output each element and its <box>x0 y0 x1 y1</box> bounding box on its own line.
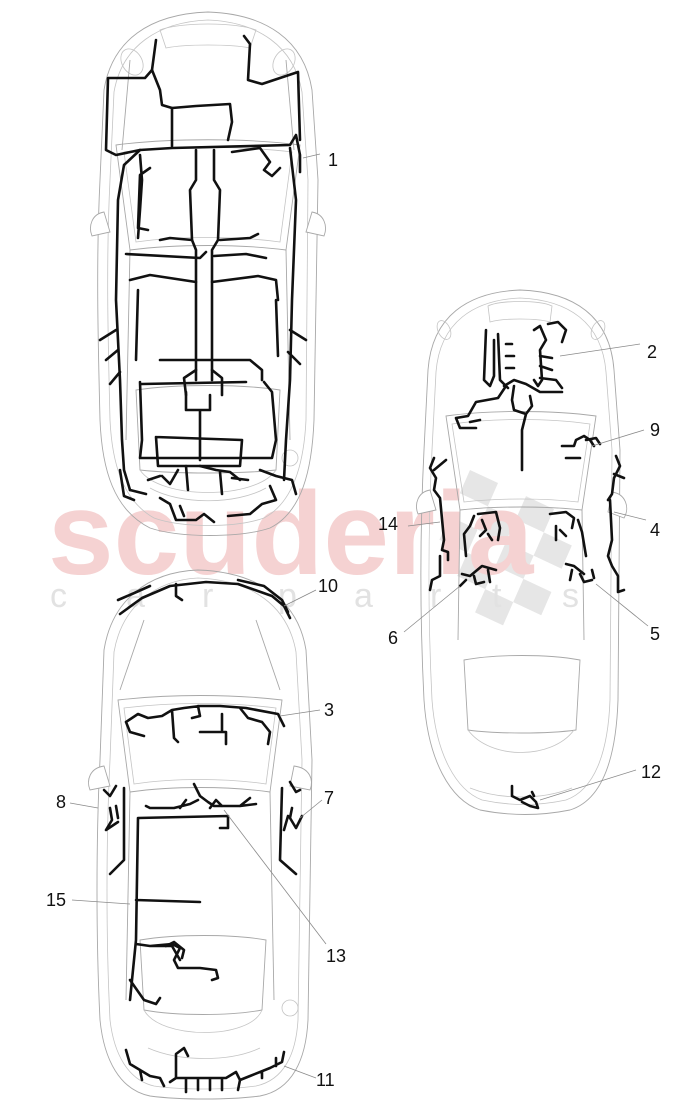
harness-15-floor <box>128 814 230 1006</box>
harness-9-heater <box>560 434 602 460</box>
car-view-top-left <box>90 11 326 536</box>
callout-11-leader <box>283 1065 317 1079</box>
car-view-right <box>403 289 649 815</box>
callout-3-leader <box>279 709 321 717</box>
harness-7-right-door <box>278 780 304 876</box>
harness-1-main <box>98 34 308 524</box>
callout-4: 4 <box>650 520 660 540</box>
svg-text:r: r <box>430 577 441 615</box>
callout-14: 14 <box>378 514 398 534</box>
harness-3-dashboard <box>124 704 286 746</box>
callout-8: 8 <box>56 792 66 812</box>
callout-10: 10 <box>318 576 338 596</box>
harness-14-left-door <box>428 456 450 592</box>
svg-text:a: a <box>354 577 373 615</box>
callout-14-leader <box>407 521 441 527</box>
callout-3: 3 <box>324 700 334 720</box>
svg-text:r: r <box>202 577 213 615</box>
harness-10-roof <box>116 578 292 620</box>
callout-labels: 1 2 3 4 5 6 7 8 9 10 11 12 13 14 15 <box>46 150 661 1090</box>
callout-7: 7 <box>324 788 334 808</box>
callout-13: 13 <box>326 946 346 966</box>
callout-5-leader <box>595 583 649 627</box>
callout-1: 1 <box>328 150 338 170</box>
svg-text:s: s <box>562 577 579 615</box>
svg-text:t: t <box>492 577 502 615</box>
callout-8-leader <box>69 802 99 809</box>
callout-6: 6 <box>388 628 398 648</box>
watermark: scuderia c a r p a r t s <box>48 468 579 626</box>
harness-6-left-seat <box>458 510 502 588</box>
callout-15: 15 <box>46 890 66 910</box>
callout-13-leader <box>223 809 327 945</box>
callout-15-leader <box>71 899 131 905</box>
harness-4-right-door <box>606 454 626 594</box>
harness-5-right-seat <box>548 510 596 584</box>
harness-11-rear-bumper <box>124 1046 286 1094</box>
svg-text:c: c <box>50 577 67 615</box>
callout-7-leader <box>299 799 323 819</box>
callout-9: 9 <box>650 420 660 440</box>
callout-9-leader <box>591 429 645 447</box>
callout-10-leader <box>283 589 317 607</box>
callout-2: 2 <box>647 342 657 362</box>
harness-13-center <box>144 782 258 810</box>
car-view-bottom-left <box>69 569 327 1100</box>
callout-6-leader <box>403 585 461 633</box>
callout-2-leader <box>559 343 641 357</box>
callout-12-leader <box>539 769 637 801</box>
harness-2-engine <box>454 320 568 472</box>
callout-4-leader <box>613 511 647 521</box>
callout-5: 5 <box>650 624 660 644</box>
callout-12: 12 <box>641 762 661 782</box>
callout-1-leader <box>302 153 321 159</box>
harness-12-rear <box>510 784 540 810</box>
harness-8-left-door <box>102 784 126 876</box>
callout-11: 11 <box>316 1070 335 1090</box>
